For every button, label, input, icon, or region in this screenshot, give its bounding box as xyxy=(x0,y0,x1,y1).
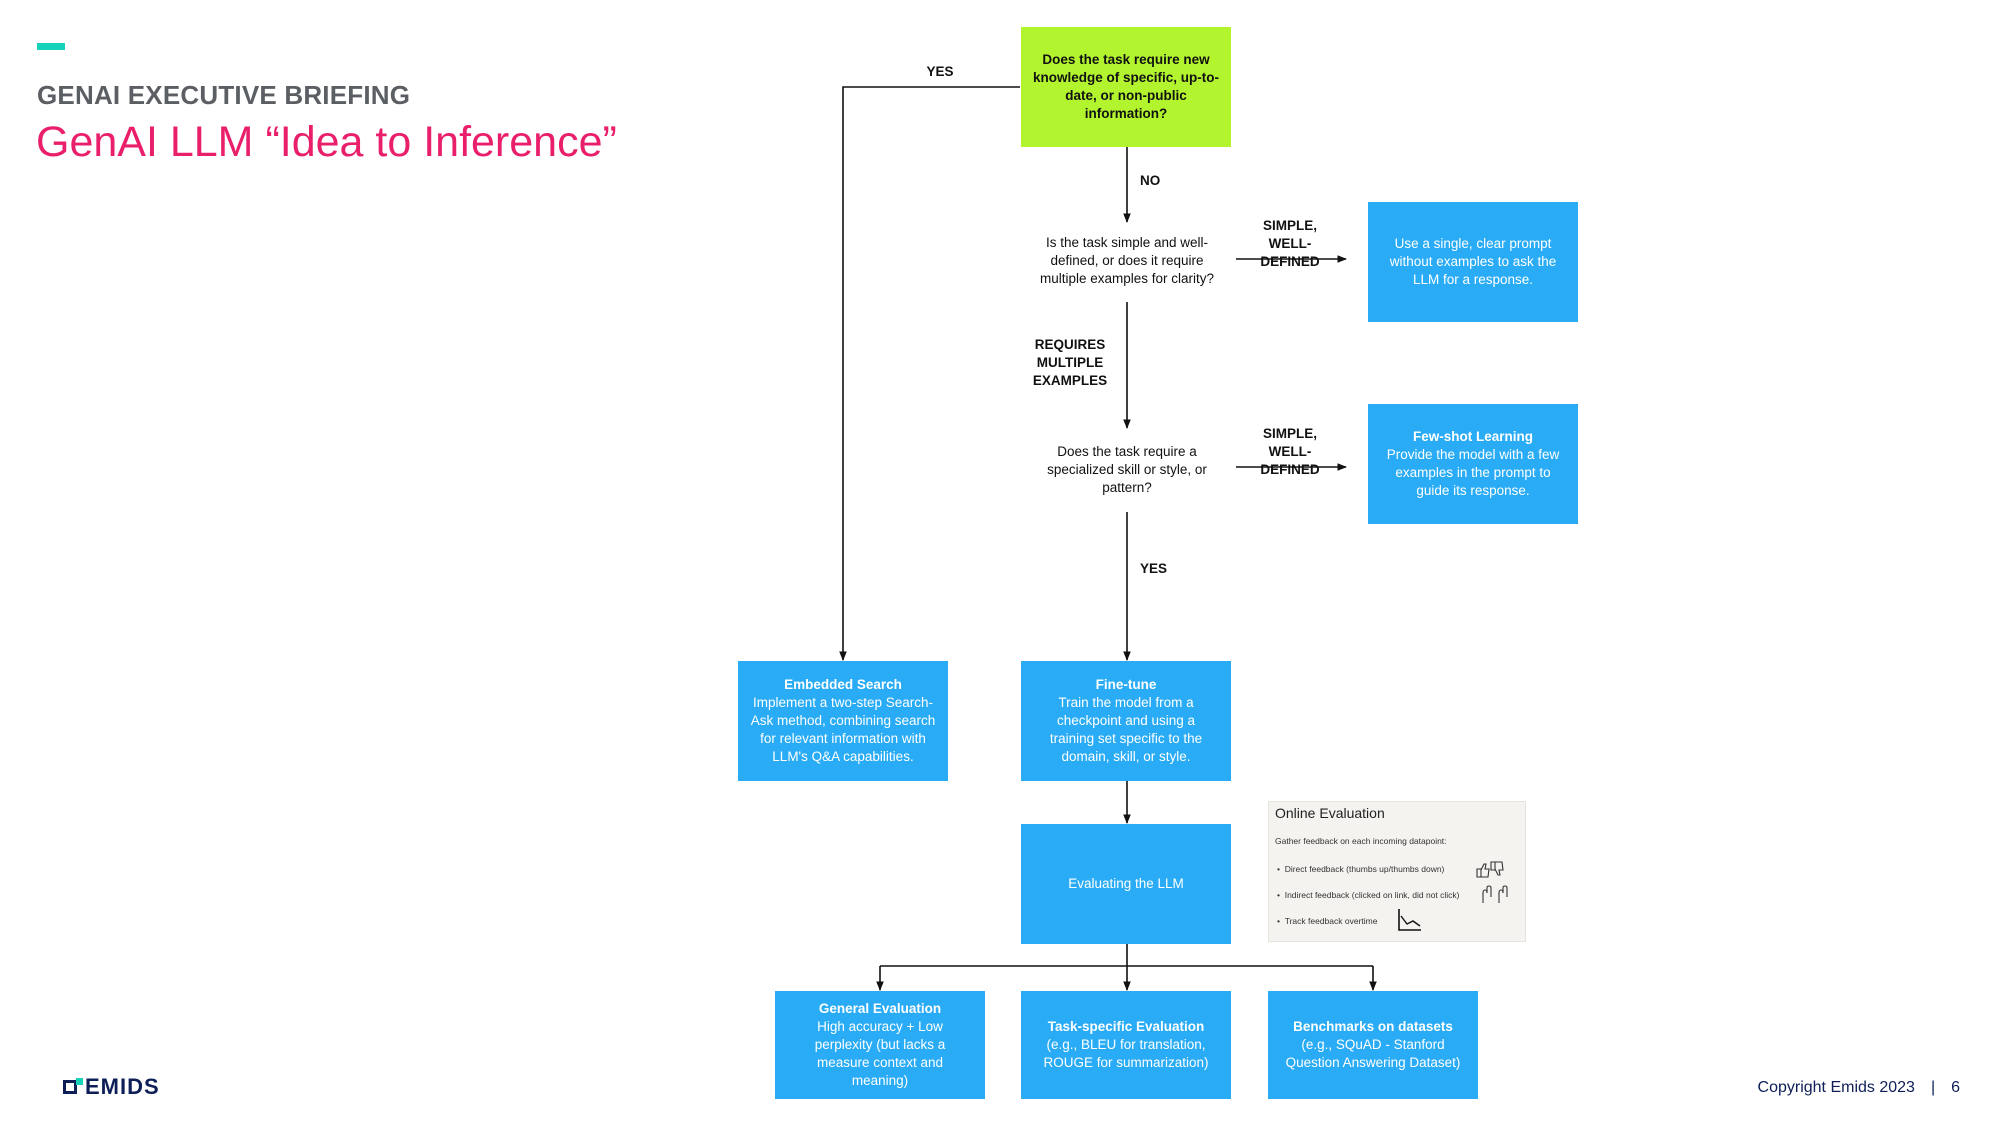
footer-separator: | xyxy=(1930,1079,1936,1096)
online-evaluation-item-text: Indirect feedback (clicked on link, did … xyxy=(1284,890,1460,900)
task-specific-evaluation-body: (e.g., BLEU for translation, ROUGE for s… xyxy=(1043,1037,1209,1070)
task-specific-evaluation-box: Task-specific Evaluation (e.g., BLEU for… xyxy=(1021,991,1231,1099)
online-evaluation-title: Online Evaluation xyxy=(1275,805,1385,821)
pointer-icon xyxy=(1482,885,1508,903)
few-shot-title: Few-shot Learning xyxy=(1412,429,1533,444)
fine-tune-box: Fine-tune Train the model from a checkpo… xyxy=(1021,661,1231,781)
online-evaluation-item: • Indirect feedback (clicked on link, di… xyxy=(1277,890,1460,900)
embedded-search-body: Implement a two-step Search-Ask method, … xyxy=(750,695,936,764)
online-evaluation-item: • Direct feedback (thumbs up/thumbs down… xyxy=(1277,864,1445,874)
label-yes-top: YES xyxy=(926,64,954,79)
benchmarks-box: Benchmarks on datasets (e.g., SQuAD - St… xyxy=(1268,991,1478,1099)
emids-logo: EMIDS xyxy=(63,1074,160,1100)
single-prompt-box: Use a single, clear prompt without examp… xyxy=(1368,202,1578,322)
label-simple-well-defined-2: SIMPLE, WELL-DEFINED xyxy=(1260,426,1320,477)
label-no: NO xyxy=(1140,173,1161,188)
benchmarks-body: (e.g., SQuAD - Stanford Question Answeri… xyxy=(1285,1037,1461,1070)
logo-mark-icon xyxy=(63,1078,83,1096)
online-evaluation-panel: Online Evaluation Gather feedback on eac… xyxy=(1268,801,1526,942)
page-title: GenAI LLM “Idea to Inference” xyxy=(36,118,617,166)
copyright-text: Copyright Emids 2023 xyxy=(1757,1079,1915,1096)
online-evaluation-intro: Gather feedback on each incoming datapoi… xyxy=(1275,836,1447,846)
embedded-search-title: Embedded Search xyxy=(784,677,902,692)
thumbs-icon xyxy=(1476,861,1504,878)
question-new-knowledge-text: Does the task require new knowledge of s… xyxy=(1033,52,1220,121)
online-evaluation-item: • Track feedback overtime xyxy=(1277,916,1378,926)
fine-tune-title: Fine-tune xyxy=(1095,677,1157,692)
label-simple-well-defined-1: SIMPLE, WELL-DEFINED xyxy=(1260,218,1320,269)
question-simple-or-multiple-text: Is the task simple and well-defined, or … xyxy=(1039,235,1215,286)
question-simple-or-multiple: Is the task simple and well-defined, or … xyxy=(1030,222,1224,300)
online-evaluation-item-text: Direct feedback (thumbs up/thumbs down) xyxy=(1284,864,1445,874)
few-shot-box: Few-shot Learning Provide the model with… xyxy=(1368,404,1578,524)
benchmarks-title: Benchmarks on datasets xyxy=(1293,1019,1453,1034)
question-new-knowledge: Does the task require new knowledge of s… xyxy=(1021,27,1231,147)
general-evaluation-body: High accuracy + Low perplexity (but lack… xyxy=(814,1019,946,1088)
label-yes-finetune: YES xyxy=(1140,561,1168,576)
question-specialized-skill-text: Does the task require a specialized skil… xyxy=(1047,444,1207,495)
general-evaluation-box: General Evaluation High accuracy + Low p… xyxy=(775,991,985,1099)
online-evaluation-item-text: Track feedback overtime xyxy=(1284,916,1378,926)
evaluating-llm-text: Evaluating the LLM xyxy=(1068,876,1184,891)
task-specific-evaluation-title: Task-specific Evaluation xyxy=(1047,1019,1205,1034)
embedded-search-box: Embedded Search Implement a two-step Sea… xyxy=(738,661,948,781)
general-evaluation-title: General Evaluation xyxy=(818,1001,942,1016)
evaluating-llm-box: Evaluating the LLM xyxy=(1021,824,1231,944)
question-specialized-skill: Does the task require a specialized skil… xyxy=(1036,430,1218,510)
label-requires-multiple: REQUIRES MULTIPLE EXAMPLES xyxy=(1032,337,1108,388)
footer-copyright: Copyright Emids 2023 | 6 xyxy=(1758,1079,1960,1097)
accent-bar xyxy=(37,43,65,50)
eyebrow-heading: GENAI EXECUTIVE BRIEFING xyxy=(37,80,411,110)
connector-yes-embedded xyxy=(839,86,1020,661)
trend-chart-icon xyxy=(1398,909,1421,931)
page-number: 6 xyxy=(1951,1079,1960,1096)
single-prompt-text: Use a single, clear prompt without examp… xyxy=(1389,236,1557,287)
fine-tune-body: Train the model from a checkpoint and us… xyxy=(1049,695,1203,764)
logo-wordmark: EMIDS xyxy=(85,1074,160,1099)
few-shot-body: Provide the model with a few examples in… xyxy=(1386,447,1560,498)
